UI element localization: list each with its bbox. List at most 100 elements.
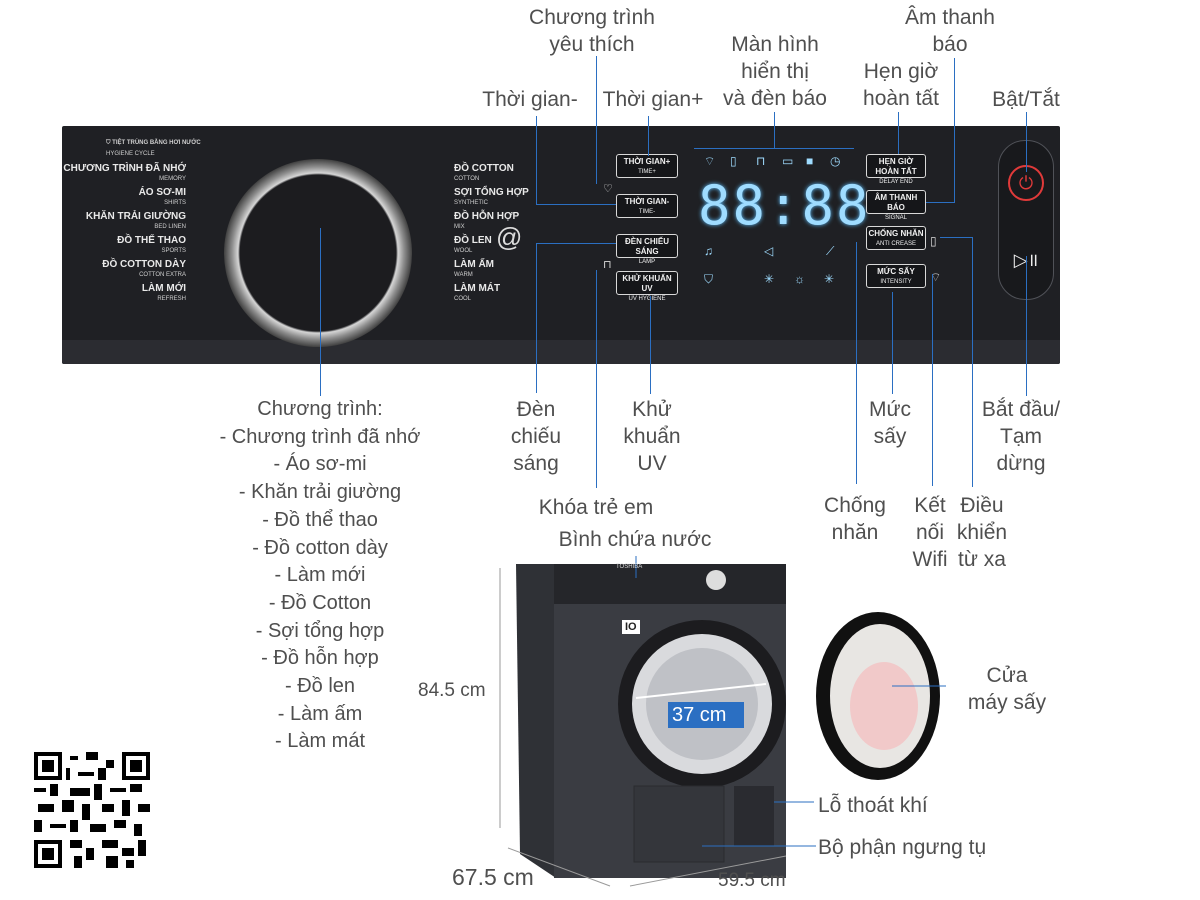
display-digits: 88:88 (698, 174, 871, 237)
tank-indicator-icon: ▯ (730, 154, 737, 168)
shield-icon: ⛉ (106, 140, 113, 146)
wifi-icon: ⌔ (930, 270, 942, 284)
dryer-condenser-door (633, 785, 725, 863)
leader-lamp (536, 243, 537, 393)
qr-code (34, 752, 150, 868)
leader-favorite (596, 56, 597, 184)
callout-condenser: Bộ phận ngưng tụ (818, 836, 987, 859)
callout-time-minus: Thời gian- (482, 88, 578, 111)
heart-icon: ♡ (603, 183, 613, 195)
callout-delay-end: Hẹn giờ hoàn tất (863, 60, 939, 110)
dry-mid-indicator-icon: ☼ (794, 272, 805, 286)
leaf-indicator-icon: ⟋ (826, 244, 835, 258)
drum-dimension-line (635, 683, 767, 699)
wool-mark-icon: @ (496, 222, 523, 252)
lock-icon: ⊓ (603, 259, 612, 271)
depth-dimension-label: 67.5 cm (452, 864, 534, 890)
dry-low-indicator-icon: ✳ (764, 272, 775, 286)
dryer-badge: IO (622, 620, 640, 634)
leader-power (1026, 112, 1027, 172)
leader-remote-h (940, 237, 973, 238)
dryer-top-panel (554, 564, 786, 604)
dryer-vent (734, 786, 774, 846)
leader-programs (320, 228, 321, 396)
depth-dimension-line (507, 847, 611, 887)
callout-alarm-sound: Âm thanh báo (905, 6, 995, 56)
dryer-side (516, 564, 556, 878)
remote-control-icon: ▯ (930, 234, 937, 248)
wifi-indicator-icon: ⌔ (704, 154, 716, 168)
leader-child-lock (596, 270, 597, 488)
callout-water-tank: Bình chứa nước (558, 528, 712, 551)
bell-indicator-icon: ♫ (704, 244, 713, 258)
callout-display: Màn hình hiển thị và đèn báo (723, 33, 827, 110)
drum-dimension-label: 37 cm (672, 704, 727, 726)
leader-intensity (892, 292, 893, 394)
width-dimension-line (629, 855, 787, 887)
leader-wifi (932, 274, 933, 486)
dryer-door-inner (850, 662, 918, 750)
leader-uv (650, 296, 651, 394)
dryer-illustration (499, 556, 946, 887)
callout-wifi: Kết nối Wifi (912, 494, 948, 571)
callout-remote: Điều khiển từ xa (956, 494, 1008, 571)
clock-indicator-icon: ◷ (830, 154, 841, 168)
callout-uv: Khử khuẩn UV (623, 398, 681, 475)
time-plus-button[interactable]: THỜI GIAN+TIME+ (616, 154, 678, 178)
leader-time-minus-h (536, 204, 616, 205)
child-lock-indicator-icon: ⊓ (756, 154, 766, 168)
callout-programs: Chương trình: - Chương trình đã nhớ - Áo… (219, 398, 421, 753)
filter-indicator-icon: ▭ (782, 154, 794, 168)
leader-delay (898, 112, 899, 154)
leader-lamp-h (536, 243, 616, 244)
sound-indicator-icon: ◁ (764, 244, 774, 258)
leader-time-minus (536, 116, 537, 204)
callout-door: Cửa máy sấy (967, 664, 1047, 714)
callout-start-pause: Bắt đầu/ Tạm dừng (981, 398, 1061, 475)
height-dimension-label: 84.5 cm (418, 680, 486, 701)
time-minus-button[interactable]: THỜI GIAN-TIME- (616, 194, 678, 218)
leader-start (1026, 256, 1027, 396)
leader-display-h (694, 148, 854, 149)
uv-indicator-icon: ⛉ (704, 272, 714, 286)
status-display: ⌔ ▯ ⊓ ▭ ■ ◷ 88:88 ♫ ◁ ⟋ ⛉ ✳ ☼ ✳ (698, 150, 869, 292)
leader-alarm-h (926, 202, 955, 203)
callout-time-plus: Thời gian+ (602, 88, 704, 111)
condenser-indicator-icon: ■ (806, 154, 814, 168)
dry-high-indicator-icon: ✳ (824, 272, 835, 286)
callout-vent: Lỗ thoát khí (818, 794, 928, 817)
leader-anti-crease (856, 242, 857, 484)
hygiene-cycle-label: ⛉ TIỆT TRÙNG BẰNG HƠI NƯỚC HYGIENE CYCLE (106, 140, 201, 157)
drum-dimension-bg (668, 702, 744, 728)
callout-dry-level: Mức sấy (868, 398, 912, 448)
callout-anti-crease: Chống nhăn (824, 494, 886, 544)
callout-child-lock: Khóa trẻ em (538, 496, 654, 519)
callout-power: Bật/Tắt (992, 88, 1060, 111)
program-dial[interactable] (224, 159, 412, 347)
dryer-knob (706, 570, 726, 590)
panel-trim (62, 340, 1060, 364)
leader-alarm (954, 58, 955, 202)
power-icon: ⏻ (1018, 173, 1034, 193)
dryer-brand: TOSHIBA (616, 564, 643, 570)
leader-remote (972, 237, 973, 487)
width-dimension-label: 59.5 cm (718, 870, 786, 891)
